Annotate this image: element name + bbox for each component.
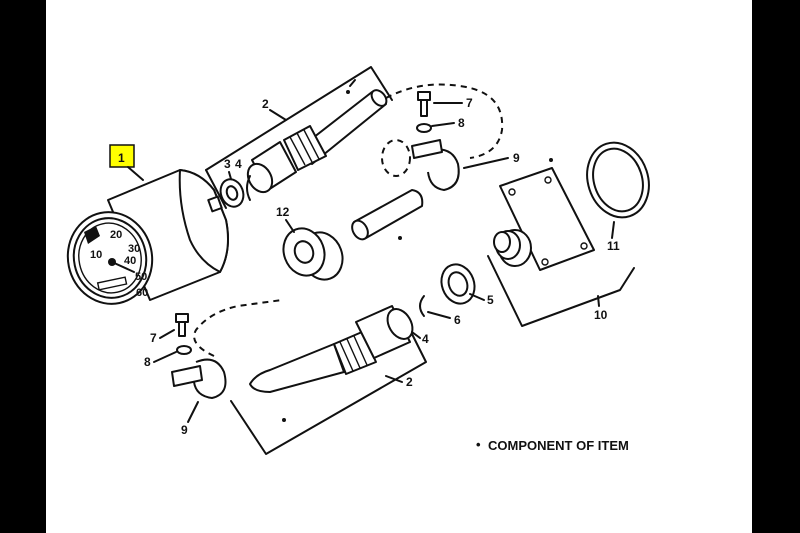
- cable-lower-group: 2 4: [230, 305, 429, 455]
- callout-1: 1: [118, 151, 125, 165]
- dashed-route-top: [385, 83, 504, 159]
- callout-11: 11: [607, 239, 620, 253]
- retaining-ring-4-top: 4: [235, 157, 251, 201]
- callout-9-bottom: 9: [181, 423, 188, 437]
- dial-label-30: 30: [128, 243, 140, 255]
- legend-bullet: •: [476, 437, 481, 452]
- callout-2-bottom: 2: [406, 375, 413, 389]
- dial-label-20: 20: [110, 229, 122, 241]
- dial-label-60: 60: [136, 287, 148, 299]
- lockwasher-8-bottom: 8: [144, 345, 192, 369]
- callout-8-top: 8: [458, 116, 465, 130]
- legend: • COMPONENT OF ITEM: [476, 437, 629, 453]
- o-ring-11: 11: [586, 141, 650, 253]
- clamp-9-bottom: 9: [171, 358, 227, 437]
- callout-7-bottom: 7: [150, 331, 157, 345]
- callout-1-highlight: [109, 144, 135, 168]
- dial-label-50: 50: [135, 271, 147, 283]
- screw-7-bottom: 7: [150, 313, 189, 345]
- legend-text: COMPONENT OF ITEM: [488, 438, 629, 453]
- screw-7-top: 7: [417, 91, 473, 117]
- callout-4-bottom: 4: [422, 332, 429, 346]
- callout-6: 6: [454, 313, 461, 327]
- dial-label-10: 10: [90, 249, 102, 261]
- dashed-route-bottom: [193, 299, 283, 357]
- adapter-plate-group: 10: [487, 158, 635, 327]
- grommet-12: 12: [276, 205, 344, 281]
- callout-9-top: 9: [513, 151, 520, 165]
- callout-7-top: 7: [466, 96, 473, 110]
- washer-5: 5: [440, 263, 494, 307]
- clamp-9-top: 9: [381, 139, 520, 191]
- lockwasher-8-top: 8: [416, 116, 465, 133]
- callout-10: 10: [594, 308, 608, 322]
- sleeve-center: [351, 189, 424, 241]
- cable-upper-group: 2: [205, 66, 393, 209]
- speedometer-assembly: 10 20 30 40 50 60 1: [66, 144, 229, 305]
- retaining-ring-6: 6: [419, 295, 461, 327]
- dial-label-40: 40: [124, 255, 136, 267]
- callout-3: 3: [224, 157, 231, 171]
- callout-12: 12: [276, 205, 290, 219]
- callout-5: 5: [487, 293, 494, 307]
- callout-8-bottom: 8: [144, 355, 151, 369]
- washer-3: 3: [219, 157, 245, 208]
- callout-4-top: 4: [235, 157, 242, 171]
- callout-2-top: 2: [262, 97, 269, 111]
